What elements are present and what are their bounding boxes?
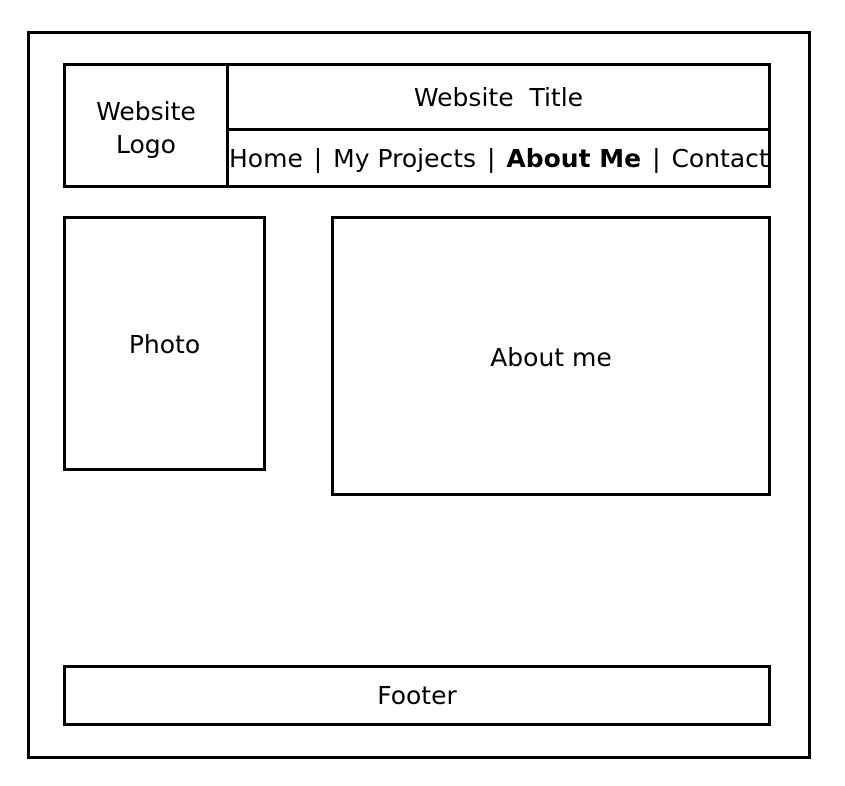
footer-label: Footer xyxy=(377,681,457,710)
photo-box: Photo xyxy=(63,216,266,471)
nav-separator: | xyxy=(652,144,661,173)
nav-item-about-me[interactable]: About Me xyxy=(506,144,642,173)
nav-item-contact[interactable]: Contact xyxy=(671,144,769,173)
website-logo-label: Website Logo xyxy=(96,97,196,159)
navigation-bar: Home | My Projects | About Me | Contact xyxy=(226,128,771,188)
nav-separator: | xyxy=(487,144,496,173)
about-me-label: About me xyxy=(490,343,612,372)
about-me-box: About me xyxy=(331,216,771,496)
photo-label: Photo xyxy=(128,330,201,359)
nav-separator: | xyxy=(313,144,323,173)
nav-links: Home | My Projects | About Me | Contact xyxy=(229,143,769,176)
website-title-box: Website Title xyxy=(226,63,771,131)
nav-item-my-projects[interactable]: My Projects xyxy=(333,144,477,173)
nav-item-home[interactable]: Home xyxy=(229,144,303,173)
website-title: Website Title xyxy=(413,83,584,112)
website-logo-box[interactable]: Website Logo xyxy=(63,63,229,188)
footer-box: Footer xyxy=(63,665,771,726)
